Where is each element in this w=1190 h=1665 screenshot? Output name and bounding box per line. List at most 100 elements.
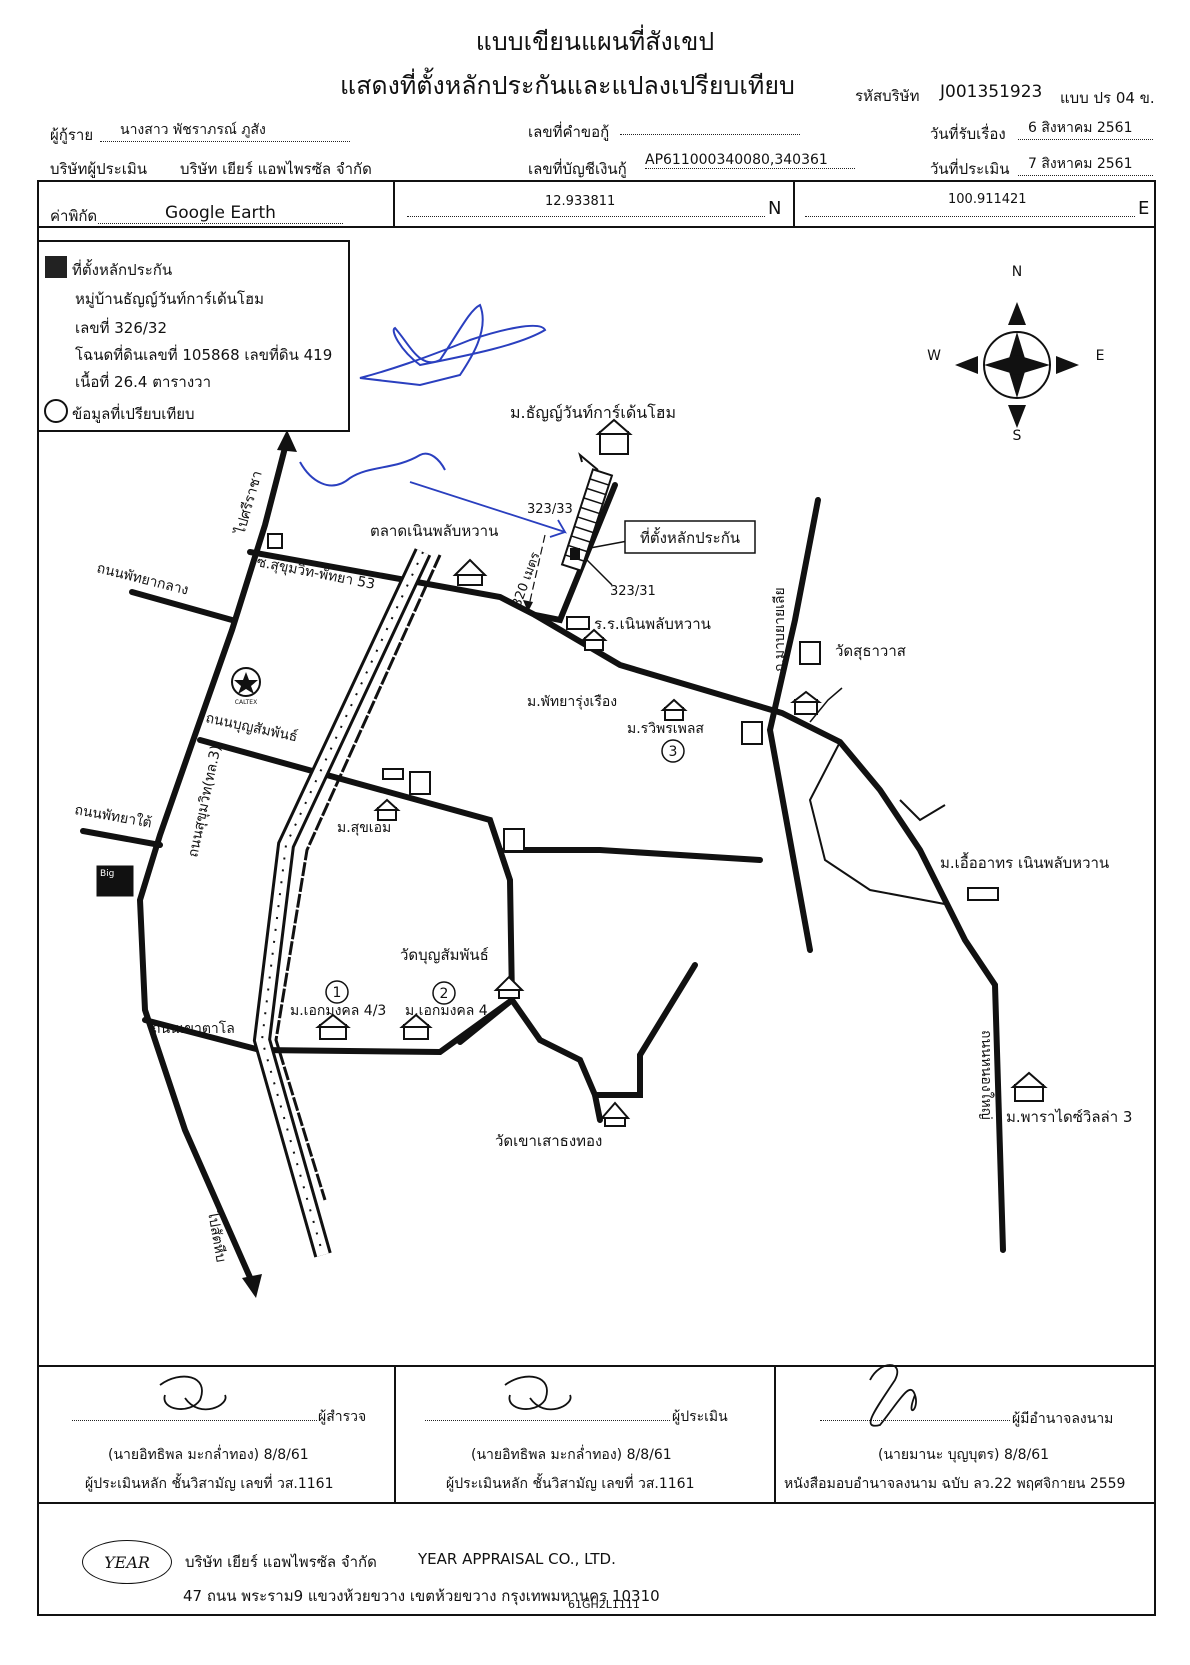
lon-dots: [805, 216, 1135, 217]
surveyor-name: (นายอิทธิพล มะกล่ำทอง) 8/8/61: [108, 1447, 309, 1463]
coord-divider-2: [793, 180, 795, 226]
authorized-title: หนังสือมอบอำนาจลงนาม ฉบับ ลว.22 พฤศจิกาย…: [784, 1476, 1126, 1492]
authorized-role: ผู้มีอำนาจลงนาม: [1012, 1411, 1114, 1427]
appraiser-role: ผู้ประเมิน: [672, 1409, 728, 1425]
coord-label: ค่าพิกัด: [50, 207, 98, 225]
lon-value: 100.911421: [948, 192, 1027, 207]
compare-circle-1: [325, 980, 349, 1004]
label-to-sriracha: ไปศรีราชา: [231, 469, 266, 537]
received-field: 6 สิงหาคม 2561: [1018, 117, 1153, 140]
label-plot-323-33: 323/33: [527, 502, 573, 517]
legend-village: หมู่บ้านธัญญ์วันท์การ์เด้นโฮม: [75, 290, 265, 308]
label-village-top: ม.ธัญญ์วันท์การ์เด้นโฮม: [510, 403, 676, 422]
minor-roads: [808, 741, 951, 906]
label-rawiphon: ม.รวิพรเพลส: [627, 721, 704, 737]
main-frame: [37, 180, 1156, 1616]
legend-deed: โฉนดที่ดินเลขที่ 105868 เลขที่ดิน 419: [75, 346, 333, 364]
appraised-field: 7 สิงหาคม 2561: [1018, 153, 1153, 176]
appraiser-name: (นายอิทธิพล มะกล่ำทอง) 8/8/61: [471, 1447, 672, 1463]
legend-box: [37, 240, 350, 432]
compare-circle-2: [432, 981, 456, 1005]
label-pattaya-nua: ถนนพัทยาใต้: [73, 801, 153, 831]
appraiser-line: [425, 1420, 670, 1421]
title-line1: แบบเขียนแผนที่สังเขป: [475, 27, 715, 56]
label-plot-323-31: 323/31: [610, 584, 656, 599]
compass-w: W: [927, 348, 941, 364]
railway: [252, 548, 432, 1258]
surveyor-role: ผู้สำรวจ: [318, 1409, 367, 1425]
arrow-north: [277, 430, 297, 452]
label-wat-boonsamphan: วัดบุญสัมพันธ์: [400, 946, 489, 965]
label-market: ตลาดเนินพลับหวาน: [370, 522, 498, 540]
authorized-line: [820, 1420, 1010, 1421]
loan-account-field: AP611000340080,340361: [645, 152, 855, 169]
coord-divider-1: [393, 180, 395, 226]
coord-row-divider: [37, 226, 1156, 228]
collateral-callout-box: [624, 520, 756, 554]
surveyor-line: [72, 1420, 317, 1421]
collateral-marker: [45, 256, 67, 278]
label-khao-talo: ถนนเขาตาโล: [152, 1020, 235, 1037]
label-caltex: CALTEX: [235, 699, 257, 706]
compare-num-3: 3: [669, 744, 678, 760]
compare-num-2: 2: [440, 986, 449, 1002]
label-pattaya-rungrueang: ม.พัทยารุ่งเรือง: [527, 694, 617, 710]
appraiser-company-value: บริษัท เยียร์ แอพไพรซัล จำกัด: [180, 160, 372, 178]
landmark-icons: [96, 418, 1048, 1127]
title-line2: แสดงที่ตั้งหลักประกันและแปลงเปรียบเทียบ: [340, 71, 795, 100]
signature-authorized: [869, 1364, 917, 1427]
label-boonsamphan: ถนนบุญสัมพันธ์: [204, 709, 299, 745]
loan-account-label: เลขที่บัญชีเงินกู้: [528, 160, 627, 178]
appraised-value: 7 สิงหาคม 2561: [1028, 156, 1133, 172]
coord-source: Google Earth: [98, 203, 343, 224]
company-code: J001351923: [940, 82, 1043, 102]
label-ekmongkol43: ม.เอกมงคล 4/3: [290, 1003, 386, 1019]
footer-address: 47 ถนน พระราม9 แขวงห้วยขวาง เขตห้วยขวาง …: [183, 1587, 660, 1605]
lat-dots: [407, 216, 765, 217]
label-paradise: ม.พาราไดซ์วิลล่า 3: [1006, 1108, 1132, 1126]
lon-dir: E: [1138, 198, 1150, 219]
request-no-field: [620, 120, 800, 135]
legend-compare-label: ข้อมูลที่เปรียบเทียบ: [72, 405, 195, 423]
label-suk-em: ม.สุขเอม: [337, 820, 391, 836]
footer-company-th: บริษัท เยียร์ แอพไพรซัล จำกัด: [185, 1553, 377, 1571]
label-ekmongkol4: ม.เอกมงคล 4: [405, 1003, 488, 1019]
label-wat-khao: วัดเขาเสาธงทอง: [495, 1132, 602, 1150]
request-no-label: เลขที่คำขอกู้: [528, 123, 610, 141]
compass-s: S: [1013, 428, 1022, 444]
legend-collateral-label: ที่ตั้งหลักประกัน: [72, 261, 173, 279]
label-collateral-box: ที่ตั้งหลักประกัน: [640, 527, 740, 547]
appraiser-company-label: บริษัทผู้ประเมิน: [50, 160, 148, 178]
signature-surveyor: [159, 1375, 227, 1411]
footer-company-en: YEAR APPRAISAL CO., LTD.: [418, 1550, 616, 1568]
signature-appraiser: [504, 1375, 572, 1411]
compare-circle-3: [661, 739, 685, 763]
signature-blue-2: [299, 452, 446, 487]
authorized-name: (นายมานะ บุญบุตร) 8/8/61: [878, 1447, 1050, 1463]
company-logo: YEAR: [82, 1540, 172, 1584]
lat-dir: N: [768, 198, 782, 219]
signature-blue: [359, 303, 547, 387]
compare-marker: [44, 399, 68, 423]
label-uea-athorn: ม.เอื้ออาทร เนินพลับหวาน: [940, 852, 1109, 872]
appraiser-title: ผู้ประเมินหลัก ชั้นวิสามัญ เลขที่ วส.116…: [446, 1476, 695, 1492]
company-code-label: รหัสบริษัท: [855, 87, 920, 105]
surveyor-title: ผู้ประเมินหลัก ชั้นวิสามัญ เลขที่ วส.116…: [85, 1476, 334, 1492]
legend-area: เนื้อที่ 26.4 ตารางวา: [75, 373, 212, 391]
form-code: แบบ ปร 04 ข.: [1060, 89, 1155, 107]
label-sukhumvit: ถนนสุขุมวิท(ทล.3): [185, 744, 224, 859]
label-soi-sukhumvit: ซ.สุขุมวิท-พัทยา 53: [255, 554, 376, 593]
appraised-label: วันที่ประเมิน: [930, 160, 1010, 178]
label-distance: 320 เมตร: [510, 550, 544, 609]
received-value: 6 สิงหาคม 2561: [1028, 120, 1133, 136]
compass-e: E: [1096, 348, 1105, 364]
collateral-street: [523, 452, 634, 612]
legend-number: เลขที่ 326/32: [75, 319, 167, 337]
compare-num-1: 1: [333, 985, 342, 1001]
label-nong-yai-road: ถนนหนองใหญ่: [978, 1030, 995, 1120]
borrower-value: นางสาว พัชราภรณ์ ภูสัง: [120, 122, 266, 138]
label-school: ร.ร.เนินพลับหวาน: [594, 615, 711, 633]
arrow-south: [242, 1274, 262, 1298]
label-big: Big: [100, 869, 114, 879]
